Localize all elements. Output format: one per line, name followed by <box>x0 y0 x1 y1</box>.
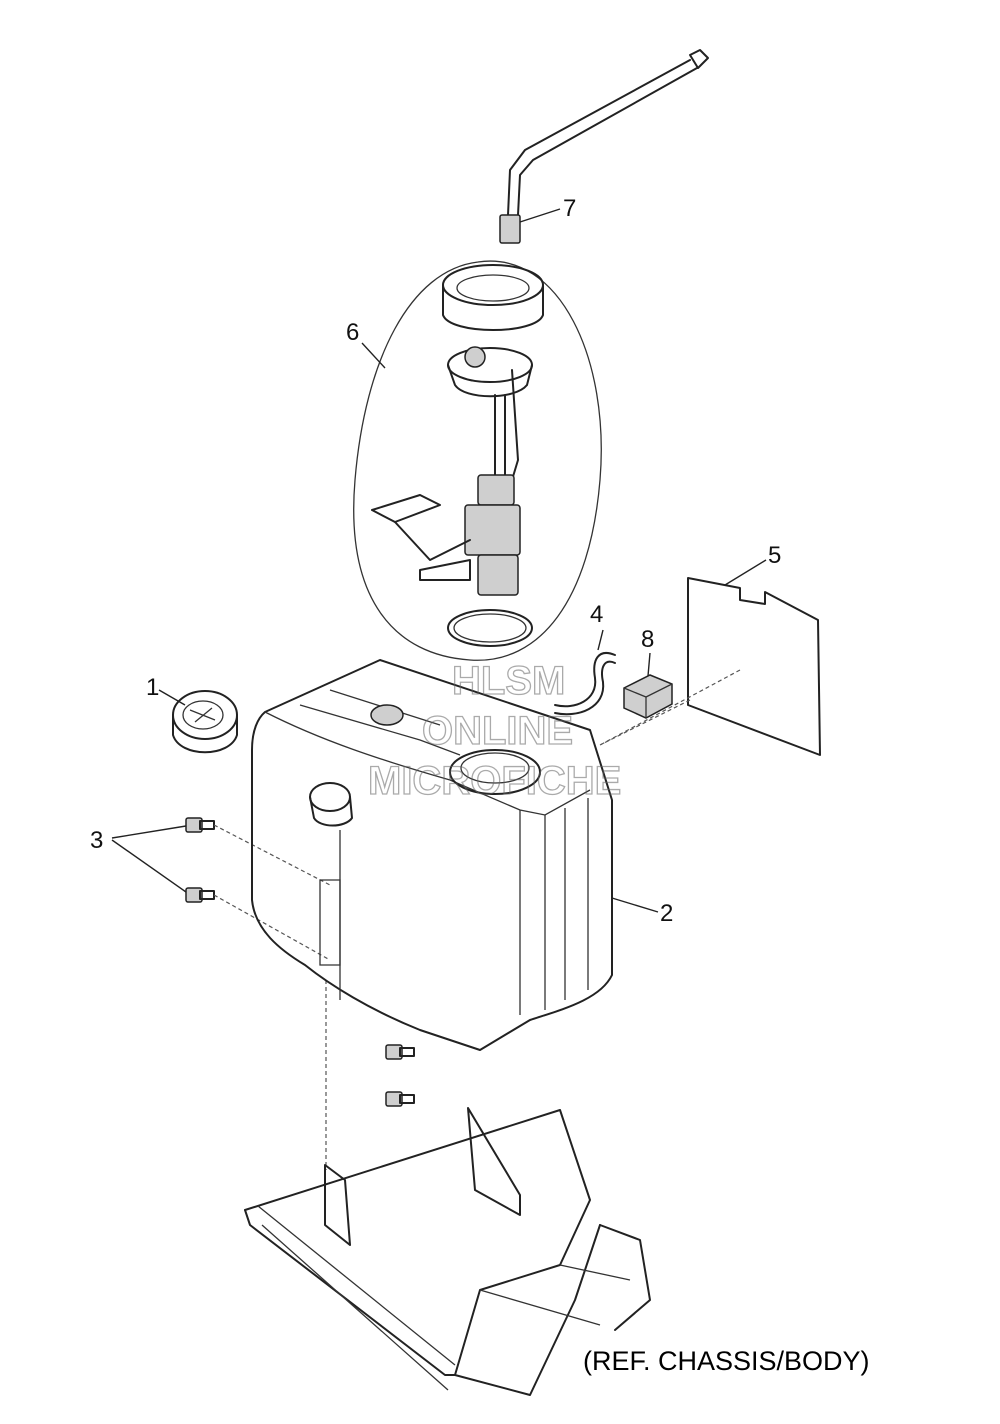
watermark-line-2: ONLINE <box>422 709 573 753</box>
heat-shield-part-5 <box>599 577 821 756</box>
fuel-hose-part-7 <box>499 49 709 244</box>
callout-7: 7 <box>563 195 576 222</box>
chassis-frame-reference <box>244 1107 651 1396</box>
watermark-line-3: MICROFICHE <box>368 759 621 803</box>
callout-3: 3 <box>90 827 103 854</box>
callout-8: 8 <box>641 626 654 653</box>
watermark: HLSM ONLINE MICROFICHE <box>367 658 622 803</box>
leader-lines <box>111 208 767 913</box>
fuel-cap-part-1 <box>172 690 238 754</box>
watermark-line-1: HLSM <box>452 659 565 703</box>
callout-4: 4 <box>590 601 603 628</box>
reference-note: (REF. CHASSIS/BODY) <box>583 1346 870 1376</box>
block-part-8 <box>623 674 673 719</box>
fuel-tank-part-2 <box>251 659 613 1051</box>
callout-1: 1 <box>146 674 159 701</box>
callout-2: 2 <box>660 900 673 927</box>
fuel-pump-assembly-part-6 <box>353 260 602 661</box>
bolts-part-3 <box>185 817 415 1170</box>
vent-hose-part-4 <box>554 652 616 716</box>
callout-6: 6 <box>346 319 359 346</box>
callout-5: 5 <box>768 542 781 569</box>
